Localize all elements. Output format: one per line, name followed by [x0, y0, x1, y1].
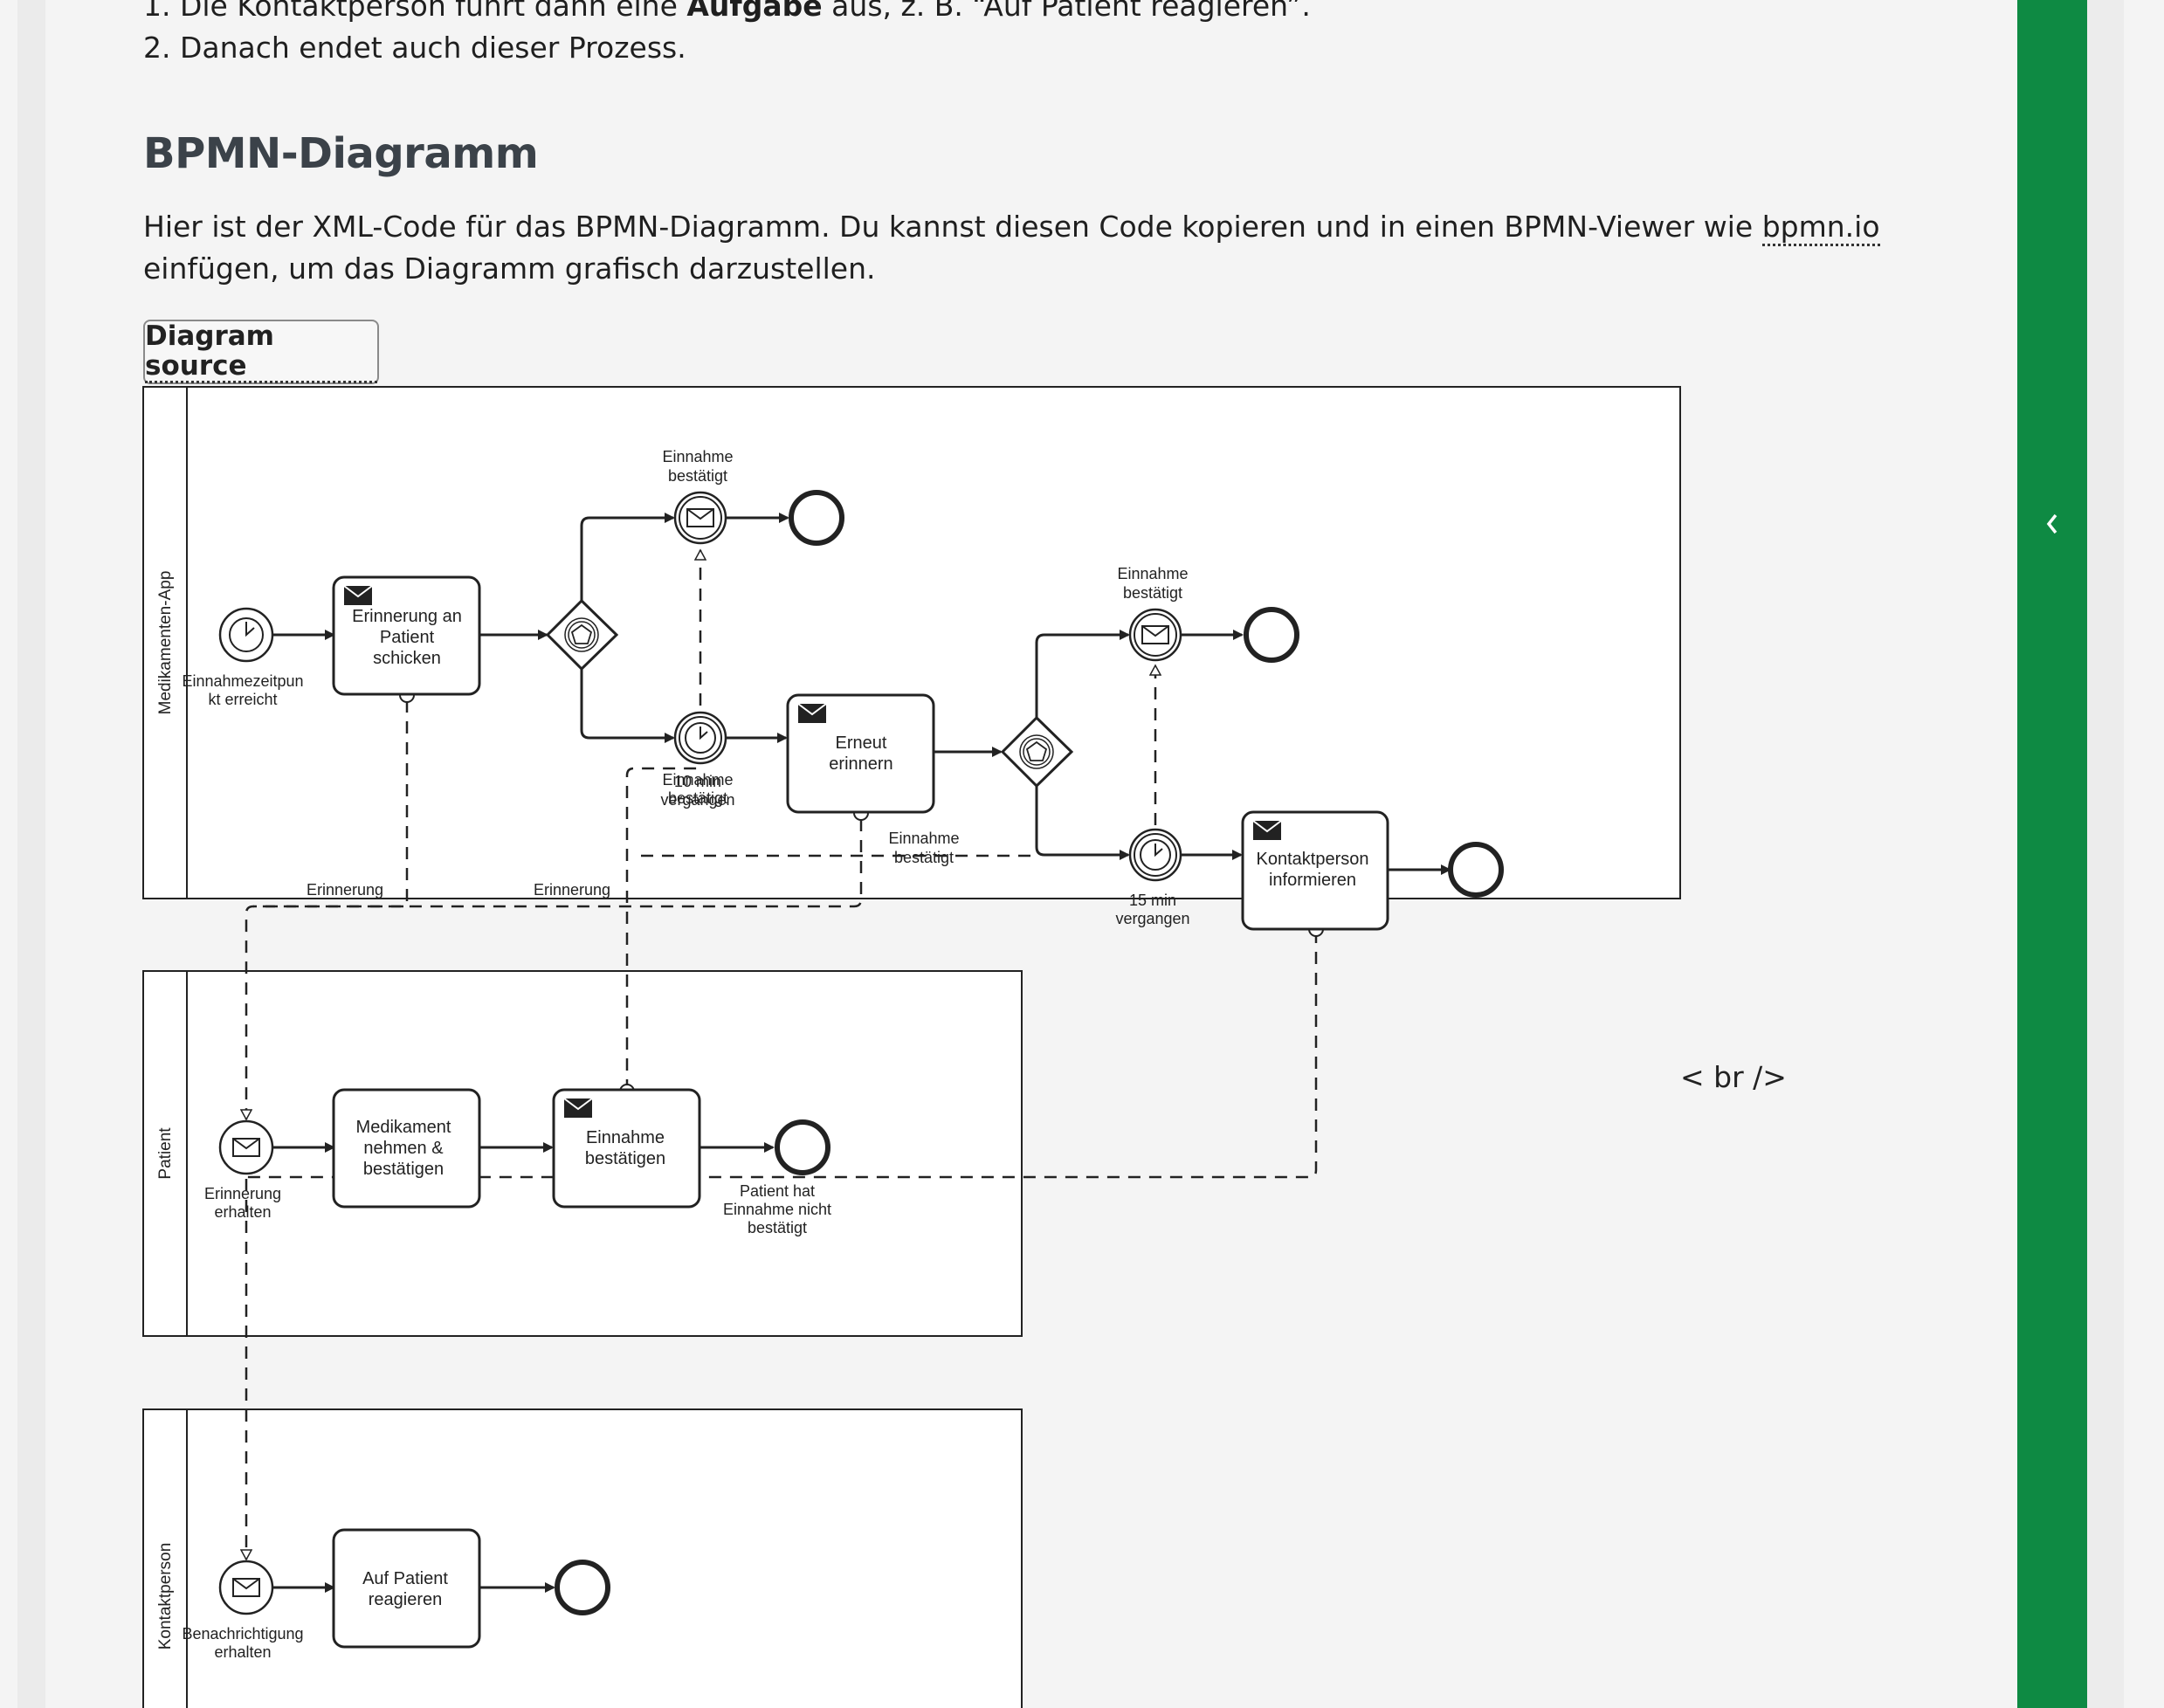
task-medikament-nehmen[interactable]: Medikament nehmen & bestätigen	[332, 1088, 481, 1209]
svg-text:bestätigen: bestätigen	[363, 1160, 444, 1179]
svg-text:10 min: 10 min	[674, 773, 721, 790]
end-event-1	[789, 490, 844, 546]
intermediate-message-event-2[interactable]: Einnahme bestätigt	[1117, 565, 1189, 662]
svg-text:erhalten: erhalten	[214, 1643, 271, 1661]
svg-text:Erinnerung: Erinnerung	[204, 1185, 281, 1202]
sidebar-collapse-toggle[interactable]	[2035, 506, 2070, 541]
list-item-1: 1. Die Kontaktperson führt dann eine Auf…	[143, 0, 1311, 26]
svg-text:bestätigt: bestätigt	[668, 789, 727, 807]
svg-text:Einnahmezeitpun: Einnahmezeitpun	[182, 672, 303, 690]
task-kontaktperson-informieren[interactable]: Kontaktperson informieren	[1241, 810, 1389, 931]
end-event-3	[1448, 842, 1504, 898]
svg-text:erhalten: erhalten	[214, 1203, 271, 1221]
end-event-2	[1244, 607, 1299, 663]
flow-label-erinnerung-1: Erinnerung	[307, 881, 383, 899]
end-event-contact	[555, 1560, 610, 1615]
right-sidebar	[2017, 0, 2087, 1708]
list-item-1-bold: Aufgabe	[686, 0, 823, 23]
bpmn-io-link[interactable]: bpmn.io	[1761, 210, 1880, 246]
end-event-patient-label-3: bestätigt	[748, 1219, 807, 1236]
svg-text:vergangen: vergangen	[1115, 910, 1189, 927]
task-erinnerung-schicken[interactable]: Erinnerung an Patient schicken	[332, 575, 481, 696]
svg-text:Erinnerung an: Erinnerung an	[352, 607, 462, 626]
intermediate-timer-event-2[interactable]: 15 min vergangen	[1115, 828, 1190, 927]
svg-text:erinnern: erinnern	[829, 754, 892, 774]
svg-text:bestätigt: bestätigt	[1123, 584, 1182, 602]
svg-text:Auf Patient: Auf Patient	[362, 1569, 448, 1588]
intro-paragraph: Hier ist der XML-Code für das BPMN-Diagr…	[143, 210, 1880, 286]
pool-kontaktperson: Kontaktperson	[142, 1408, 1023, 1708]
section-heading: BPMN-Diagramm	[143, 129, 539, 178]
svg-text:15 min: 15 min	[1129, 892, 1176, 909]
br-text: < br />	[1680, 1060, 1787, 1094]
svg-text:Einnahme: Einnahme	[662, 771, 733, 789]
svg-text:informieren: informieren	[1269, 871, 1356, 890]
flow-label-einnahme-2: bestätigt	[894, 849, 954, 866]
svg-text:Kontaktperson: Kontaktperson	[1257, 850, 1369, 869]
pool-label-contact: Kontaktperson	[156, 1543, 175, 1650]
svg-text:Erneut: Erneut	[836, 733, 887, 753]
svg-text:Einnahme: Einnahme	[662, 448, 733, 465]
start-event-message-contact[interactable]: Benachrichtigung erhalten	[182, 1560, 304, 1661]
flow-label-erinnerung-2: Erinnerung	[534, 881, 610, 899]
svg-text:Einnahme: Einnahme	[586, 1128, 665, 1147]
intermediate-timer-event-1[interactable]: 10 min vergangen Einnahme bestätigt	[660, 711, 735, 809]
pool-label-app: Medikamenten-App	[156, 571, 175, 715]
svg-text:schicken: schicken	[373, 649, 441, 668]
diagram-source-button[interactable]: Diagram source	[143, 320, 379, 384]
end-event-patient-label-2: Einnahme nicht	[723, 1201, 831, 1218]
end-event-patient	[775, 1119, 830, 1175]
svg-text:bestätigt: bestätigt	[668, 467, 727, 485]
svg-text:Benachrichtigung: Benachrichtigung	[182, 1625, 303, 1643]
pool-label-patient: Patient	[156, 1127, 175, 1180]
svg-text:bestätigen: bestätigen	[585, 1149, 665, 1168]
message-flows	[246, 550, 1318, 1560]
start-event-timer[interactable]: Einnahmezeitpun kt erreicht	[182, 607, 304, 708]
task-auf-patient-reagieren[interactable]: Auf Patient reagieren	[332, 1528, 481, 1649]
flow-label-einnahme-1: Einnahme	[888, 830, 959, 847]
list-item-2: 2. Danach endet auch dieser Prozess.	[143, 31, 686, 65]
gateway-event-based-2[interactable]	[1000, 715, 1074, 789]
svg-text:vergangen: vergangen	[660, 791, 734, 809]
chevron-left-icon	[2046, 513, 2057, 534]
svg-text:nehmen &: nehmen &	[363, 1139, 444, 1158]
end-events	[555, 490, 1504, 1615]
task-erneut-erinnern[interactable]: Erneut erinnern	[786, 693, 935, 814]
intermediate-message-event-1[interactable]: Einnahme bestätigt	[662, 448, 734, 545]
svg-text:kt erreicht: kt erreicht	[208, 691, 277, 708]
svg-text:Medikament: Medikament	[356, 1118, 451, 1137]
end-event-patient-label-1: Patient hat	[740, 1182, 815, 1200]
sequence-flows	[272, 513, 1451, 1593]
svg-text:Patient: Patient	[380, 628, 435, 647]
gateway-event-based-1[interactable]	[545, 598, 619, 671]
page-right-margin	[2087, 0, 2124, 1708]
start-event-message-patient[interactable]: Erinnerung erhalten	[204, 1119, 281, 1221]
task-einnahme-bestaetigen[interactable]: Einnahme bestätigen	[552, 1088, 701, 1209]
svg-text:Einnahme: Einnahme	[1117, 565, 1188, 582]
svg-text:reagieren: reagieren	[369, 1590, 443, 1609]
